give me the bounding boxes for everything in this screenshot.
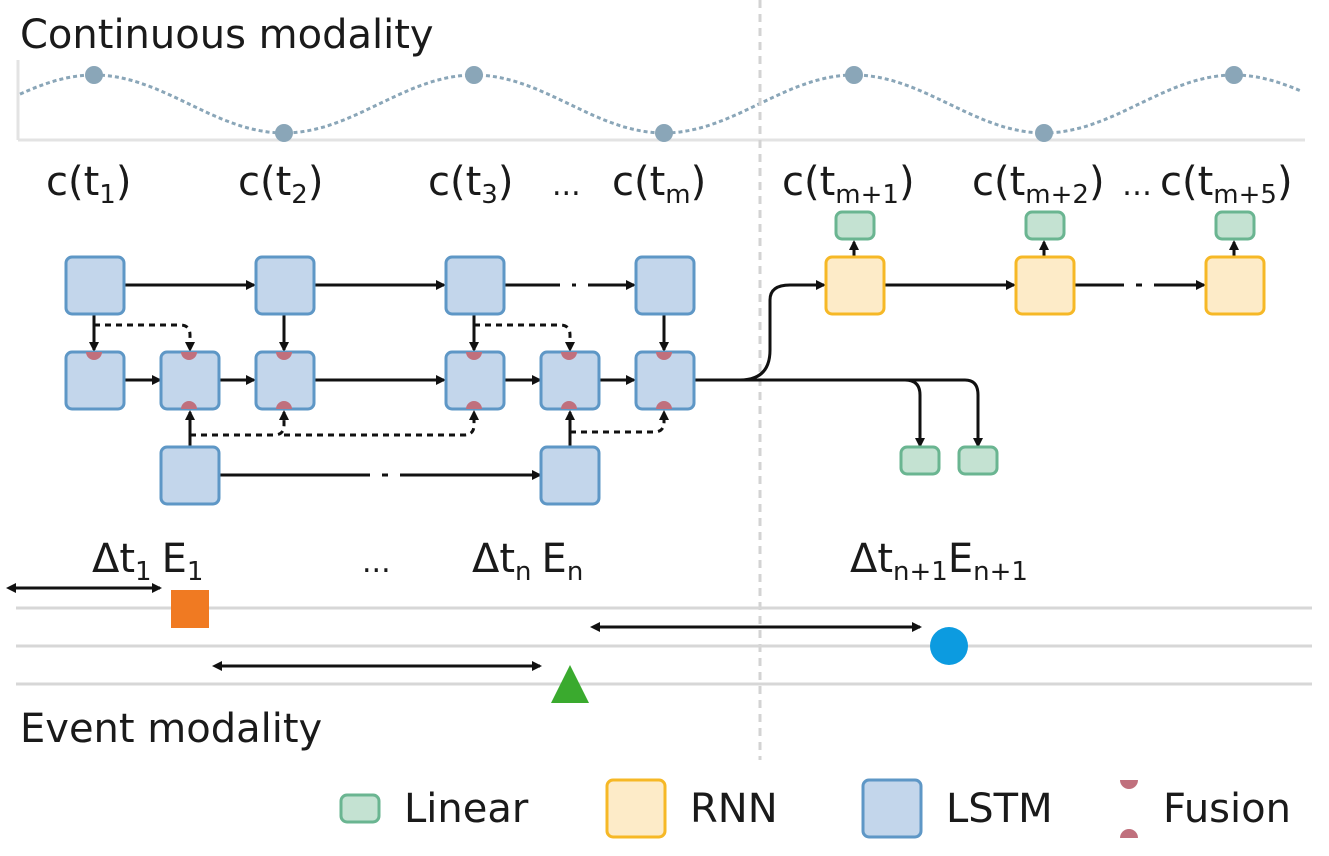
sample-point-4 — [655, 124, 673, 142]
lstm-mid-4 — [444, 350, 506, 411]
label-c-tm: c(tm) — [612, 159, 706, 210]
legend-linear-swatch — [339, 793, 381, 824]
lstm-mid-2 — [159, 350, 221, 411]
fusion-mid4-bottom — [466, 401, 482, 409]
event-square-marker — [171, 590, 209, 628]
lstm-mid-5 — [539, 350, 601, 411]
continuous-sample-labels: c(t1) c(t2) c(t3) ... c(tm) c(tm+1) c(tm… — [46, 159, 1293, 210]
dashed-arrow-bottom-n — [570, 410, 669, 434]
event-modality-title: Event modality — [20, 706, 322, 752]
rnn-2 — [1014, 255, 1076, 316]
legend-lstm-swatch — [861, 778, 923, 839]
legend: Linear RNN LSTM Fusion — [339, 778, 1291, 839]
arrow-to-linear-event-2 — [905, 378, 983, 448]
linear-event-type — [957, 445, 999, 476]
legend-rnn-label: RNN — [690, 786, 778, 832]
sample-point-1 — [85, 66, 103, 84]
sample-point-2 — [275, 124, 293, 142]
lstm-top-3 — [444, 255, 506, 316]
label-c-tm2: c(tm+2) — [972, 159, 1105, 210]
lstm-blocks — [64, 255, 696, 506]
label-ellipsis-2: … — [1122, 168, 1152, 203]
fusion-markers — [86, 352, 672, 409]
fusion-mid1-top — [86, 352, 102, 360]
lstm-mid-6 — [634, 350, 696, 411]
linear-cont-1 — [834, 210, 876, 241]
continuous-signal-curve — [19, 73, 1301, 135]
sample-point-6 — [1035, 124, 1053, 142]
legend-rnn-swatch — [605, 778, 667, 839]
sample-point-3 — [465, 66, 483, 84]
connection-arrows — [89, 240, 1239, 475]
legend-linear-label: Linear — [404, 786, 529, 832]
fusion-mid5-top — [561, 352, 577, 360]
event-triangle-marker — [551, 665, 589, 703]
legend-fusion-label: Fusion — [1163, 786, 1291, 832]
lstm-mid-1 — [64, 350, 126, 411]
event-circle-marker — [930, 627, 968, 665]
lstm-top-1 — [64, 255, 126, 316]
label-dtn1-en1: Δtn+1En+1 — [850, 536, 1028, 587]
arrow-to-rnn — [694, 280, 826, 382]
label-c-t3: c(t3) — [428, 159, 513, 210]
fusion-mid3-bottom — [276, 401, 292, 409]
label-c-t2: c(t2) — [238, 159, 323, 210]
lstm-top-2 — [254, 255, 316, 316]
label-event-ellipsis: ... — [362, 545, 391, 580]
label-c-tm1: c(tm+1) — [782, 159, 915, 210]
fusion-mid6-bottom — [656, 401, 672, 409]
rnn-1 — [824, 255, 886, 316]
lstm-top-m — [634, 255, 696, 316]
linear-heads — [834, 210, 1256, 476]
linear-cont-5 — [1214, 210, 1256, 241]
lstm-bottom-1 — [159, 445, 221, 506]
arrow-to-linear-event-1 — [740, 378, 925, 448]
legend-fusion-swatch-bottom — [1120, 829, 1138, 838]
sample-point-5 — [845, 66, 863, 84]
rnn-blocks — [824, 255, 1266, 316]
label-c-tm5: c(tm+5) — [1160, 159, 1293, 210]
dashed-arrow-bottom-1a — [190, 410, 289, 437]
fusion-mid3-top — [276, 352, 292, 360]
dashed-arrow-bottom-1b — [284, 410, 479, 437]
legend-fusion-swatch-top — [1120, 780, 1138, 789]
legend-lstm-label: LSTM — [946, 786, 1053, 832]
dashed-arrow-top-3 — [474, 323, 575, 352]
lstm-mid-3 — [254, 350, 316, 411]
fusion-mid5-bottom — [561, 401, 577, 409]
fusion-mid2-top — [181, 352, 197, 360]
continuous-sample-points — [85, 66, 1243, 142]
linear-event-time — [899, 445, 941, 476]
dashed-arrow-top-1 — [94, 323, 195, 352]
fusion-mid4-top — [466, 352, 482, 360]
linear-cont-2 — [1024, 210, 1066, 241]
label-c-t1: c(t1) — [46, 159, 131, 210]
rnn-5 — [1204, 255, 1266, 316]
fusion-mid2-bottom — [181, 401, 197, 409]
label-ellipsis-1: ... — [552, 168, 581, 203]
continuous-modality-title: Continuous modality — [20, 12, 434, 58]
sample-point-7 — [1225, 66, 1243, 84]
lstm-bottom-n — [539, 445, 601, 506]
fusion-mid6-top — [656, 352, 672, 360]
